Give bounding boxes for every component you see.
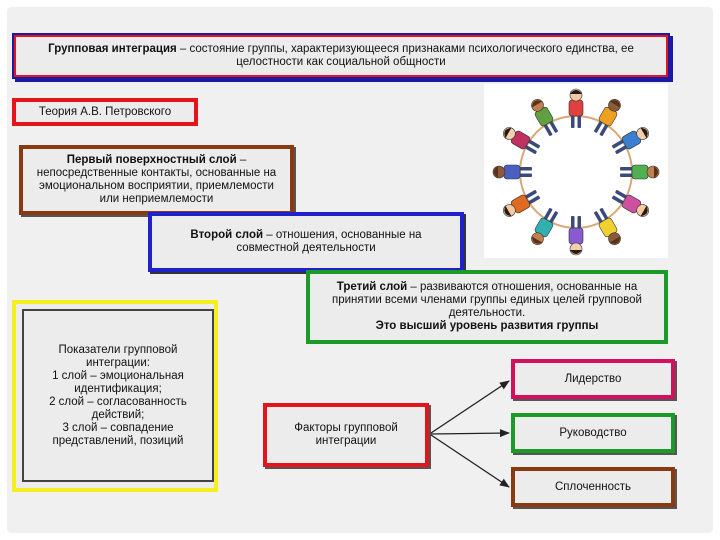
people-circle-illustration <box>484 84 668 258</box>
person-figure <box>568 88 584 128</box>
factors-box: Факторы групповой интеграции <box>263 403 429 467</box>
layer-1-box: Первый поверхностный слой – непосредстве… <box>19 145 294 215</box>
person-figure <box>594 207 621 245</box>
person-figure <box>503 127 541 154</box>
layer-1-line-4: или неприемлемости <box>99 193 214 205</box>
indicators-line: действий; <box>91 408 145 421</box>
layer-2-term: Второй слой <box>190 229 264 241</box>
person-figure <box>611 190 649 217</box>
layer-3-line-3: деятельности. <box>448 307 526 319</box>
person-figure <box>492 164 532 180</box>
indicators-line: 2 слой – согласованность <box>49 395 187 408</box>
people-circle-icon <box>492 88 660 256</box>
indicators-line: представлений, позиций <box>52 434 184 447</box>
person-figure <box>531 207 558 245</box>
layer-3-text: – развиваются отношения, основанные на <box>407 281 638 293</box>
layer-1-line-3: эмоциональном восприятии, приемлемости <box>39 180 274 192</box>
factors-line-1: Факторы групповой <box>294 422 398 434</box>
theory-box: Теория А.В. Петровского <box>12 98 198 126</box>
management-box: Руководство <box>511 413 675 453</box>
layer-1-term: Первый поверхностный слой <box>66 154 237 166</box>
cohesion-box: Сплоченность <box>511 467 675 507</box>
arrow-to-management <box>430 429 510 438</box>
layer-1-line-1: Первый поверхностный слой – <box>67 154 247 167</box>
layer-2-line-1: Второй слой – отношения, основанные на <box>190 229 421 242</box>
person-figure <box>611 127 649 154</box>
layer-1-line-2: непосредственные контакты, основанные на <box>36 167 277 179</box>
indicators-line: 1 слой – эмоциональная <box>52 369 184 382</box>
arrow-to-cohesion <box>430 434 510 488</box>
layer-3-line-2: принятии всеми членами группы единых цел… <box>332 294 642 306</box>
layer-1-dash: – <box>236 154 247 166</box>
leadership-label: Лидерство <box>564 372 622 385</box>
arrow-to-leadership <box>430 380 510 434</box>
cohesion-label: Сплоченность <box>554 480 631 493</box>
indicators-line: интеграции: <box>86 356 150 369</box>
indicators-line: идентификация; <box>74 382 162 395</box>
indicators-line: Показатели групповой <box>58 343 178 356</box>
person-figure <box>620 164 660 180</box>
definition-text-1: – состояние группы, характеризующееся пр… <box>176 43 634 55</box>
layer-3-highlight: Это высший уровень развития группы <box>375 320 599 332</box>
indicators-line: 3 слой – совпадение <box>62 421 174 434</box>
layer-3-box: Третий слой – развиваются отношения, осн… <box>306 270 668 344</box>
layer-2-text: – отношения, основанные на <box>263 229 422 241</box>
factors-line-2: интеграции <box>315 435 377 447</box>
indicators-box: Показатели групповой интеграции: 1 слой … <box>22 309 214 482</box>
definition-line-2: целостности как социальной общности <box>236 56 446 68</box>
definition-term: Групповая интеграция <box>48 43 177 55</box>
management-label: Руководство <box>559 426 627 439</box>
person-figure <box>568 216 584 256</box>
definition-line-1: Групповая интеграция – состояние группы,… <box>48 43 634 56</box>
definition-box: Групповая интеграция – состояние группы,… <box>12 33 670 79</box>
layer-3-line-1: Третий слой – развиваются отношения, осн… <box>337 281 638 294</box>
leadership-box: Лидерство <box>511 359 675 399</box>
theory-label: Теория А.В. Петровского <box>38 105 172 118</box>
layer-2-line-2: совместной деятельности <box>236 242 376 254</box>
layer-3-term: Третий слой <box>336 281 408 293</box>
person-figure <box>531 99 558 137</box>
person-figure <box>594 99 621 137</box>
person-figure <box>503 190 541 217</box>
